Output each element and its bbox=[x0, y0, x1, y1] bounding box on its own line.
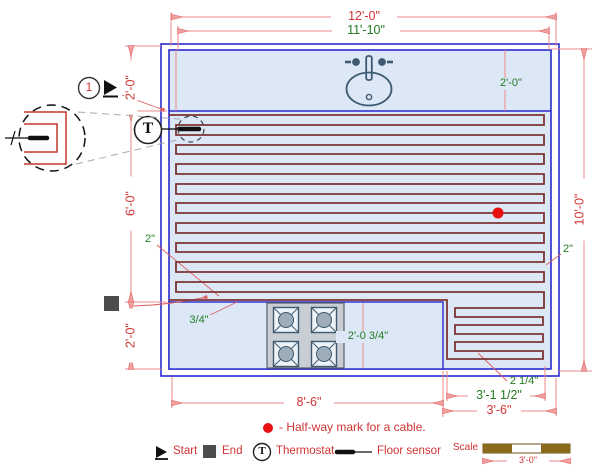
legend-thermostat-symbol: T bbox=[258, 445, 266, 457]
dim-label-counter-bottom: 2'-0 3/4" bbox=[336, 330, 400, 343]
gap-right-leader bbox=[545, 253, 562, 266]
legend-icons bbox=[155, 423, 372, 462]
scale-value: 3'-0" bbox=[507, 455, 549, 466]
thermostat-symbol: T bbox=[142, 120, 154, 137]
stove-icon bbox=[266, 302, 345, 369]
legend-floor-sensor-label: Floor sensor bbox=[377, 445, 441, 457]
dim-label-top-inner: 11'-10" bbox=[332, 23, 400, 38]
detail-cable-loop bbox=[24, 111, 67, 165]
burner-icon bbox=[272, 340, 300, 368]
burner-icon bbox=[272, 306, 300, 334]
dim-label-gap-counter: 3/4" bbox=[183, 314, 215, 327]
burner-icon bbox=[310, 306, 338, 334]
detail-callout bbox=[5, 104, 182, 172]
dim-label-left-top: 2'-0" bbox=[123, 60, 138, 115]
gap-counter-leader bbox=[205, 301, 238, 318]
sink-icon bbox=[345, 55, 393, 107]
legend-start-icon bbox=[156, 446, 167, 458]
legend-halfway-label: - Half-way mark for a cable. bbox=[279, 420, 426, 434]
spacing-leader bbox=[477, 352, 508, 382]
dim-label-gap-right: 2" bbox=[562, 243, 574, 255]
dim-label-bottom-left: 8'-6" bbox=[284, 395, 334, 410]
dim-label-bottom-right: 3'-6" bbox=[477, 403, 521, 418]
burner-icon bbox=[310, 340, 338, 368]
dim-label-bottom-inner: 3'-1 1/2" bbox=[468, 388, 530, 403]
detail-callout-circle bbox=[18, 104, 86, 172]
balloon-number: 1 bbox=[85, 80, 93, 94]
balloon-circle bbox=[77, 76, 101, 100]
dim-label-left-mid: 6'-0" bbox=[123, 176, 138, 231]
gap-left-leader bbox=[156, 244, 220, 297]
dim-label-right: 10'-0" bbox=[572, 178, 587, 241]
outer-wall bbox=[160, 43, 560, 377]
start-marker-icon bbox=[104, 80, 117, 95]
dim-label-top-outer: 12'-0" bbox=[331, 9, 397, 24]
heating-cable bbox=[169, 114, 545, 360]
thermostat-circle bbox=[133, 115, 163, 145]
legend-end-icon bbox=[203, 445, 216, 458]
legend-halfway-dot bbox=[263, 423, 273, 433]
dim-label-gap-left: 2" bbox=[144, 233, 156, 245]
plan-markers bbox=[77, 76, 119, 311]
legend-end-label: End bbox=[222, 445, 243, 457]
thermostat-and-sensor bbox=[133, 115, 205, 145]
dim-label-cable-spacing: 2 1/4" bbox=[509, 375, 539, 387]
callout-link-top bbox=[77, 111, 181, 120]
dim-label-left-bot: 2'-0" bbox=[123, 308, 138, 363]
legend-thermostat-label: Thermostat bbox=[276, 445, 335, 457]
sensor-detail-circle bbox=[177, 115, 205, 143]
legend-thermostat-icon bbox=[252, 442, 272, 462]
halfway-mark-dot bbox=[492, 207, 504, 219]
dim-label-counter-top: 2'-0" bbox=[491, 77, 531, 90]
scale-label: Scale bbox=[453, 442, 479, 453]
legend-start-label: Start bbox=[173, 445, 198, 457]
scale-bar bbox=[482, 443, 571, 454]
detail-break-tick bbox=[10, 130, 16, 146]
callout-link-bottom bbox=[75, 138, 182, 165]
end-marker-icon bbox=[104, 296, 119, 311]
end-leader bbox=[132, 294, 208, 307]
